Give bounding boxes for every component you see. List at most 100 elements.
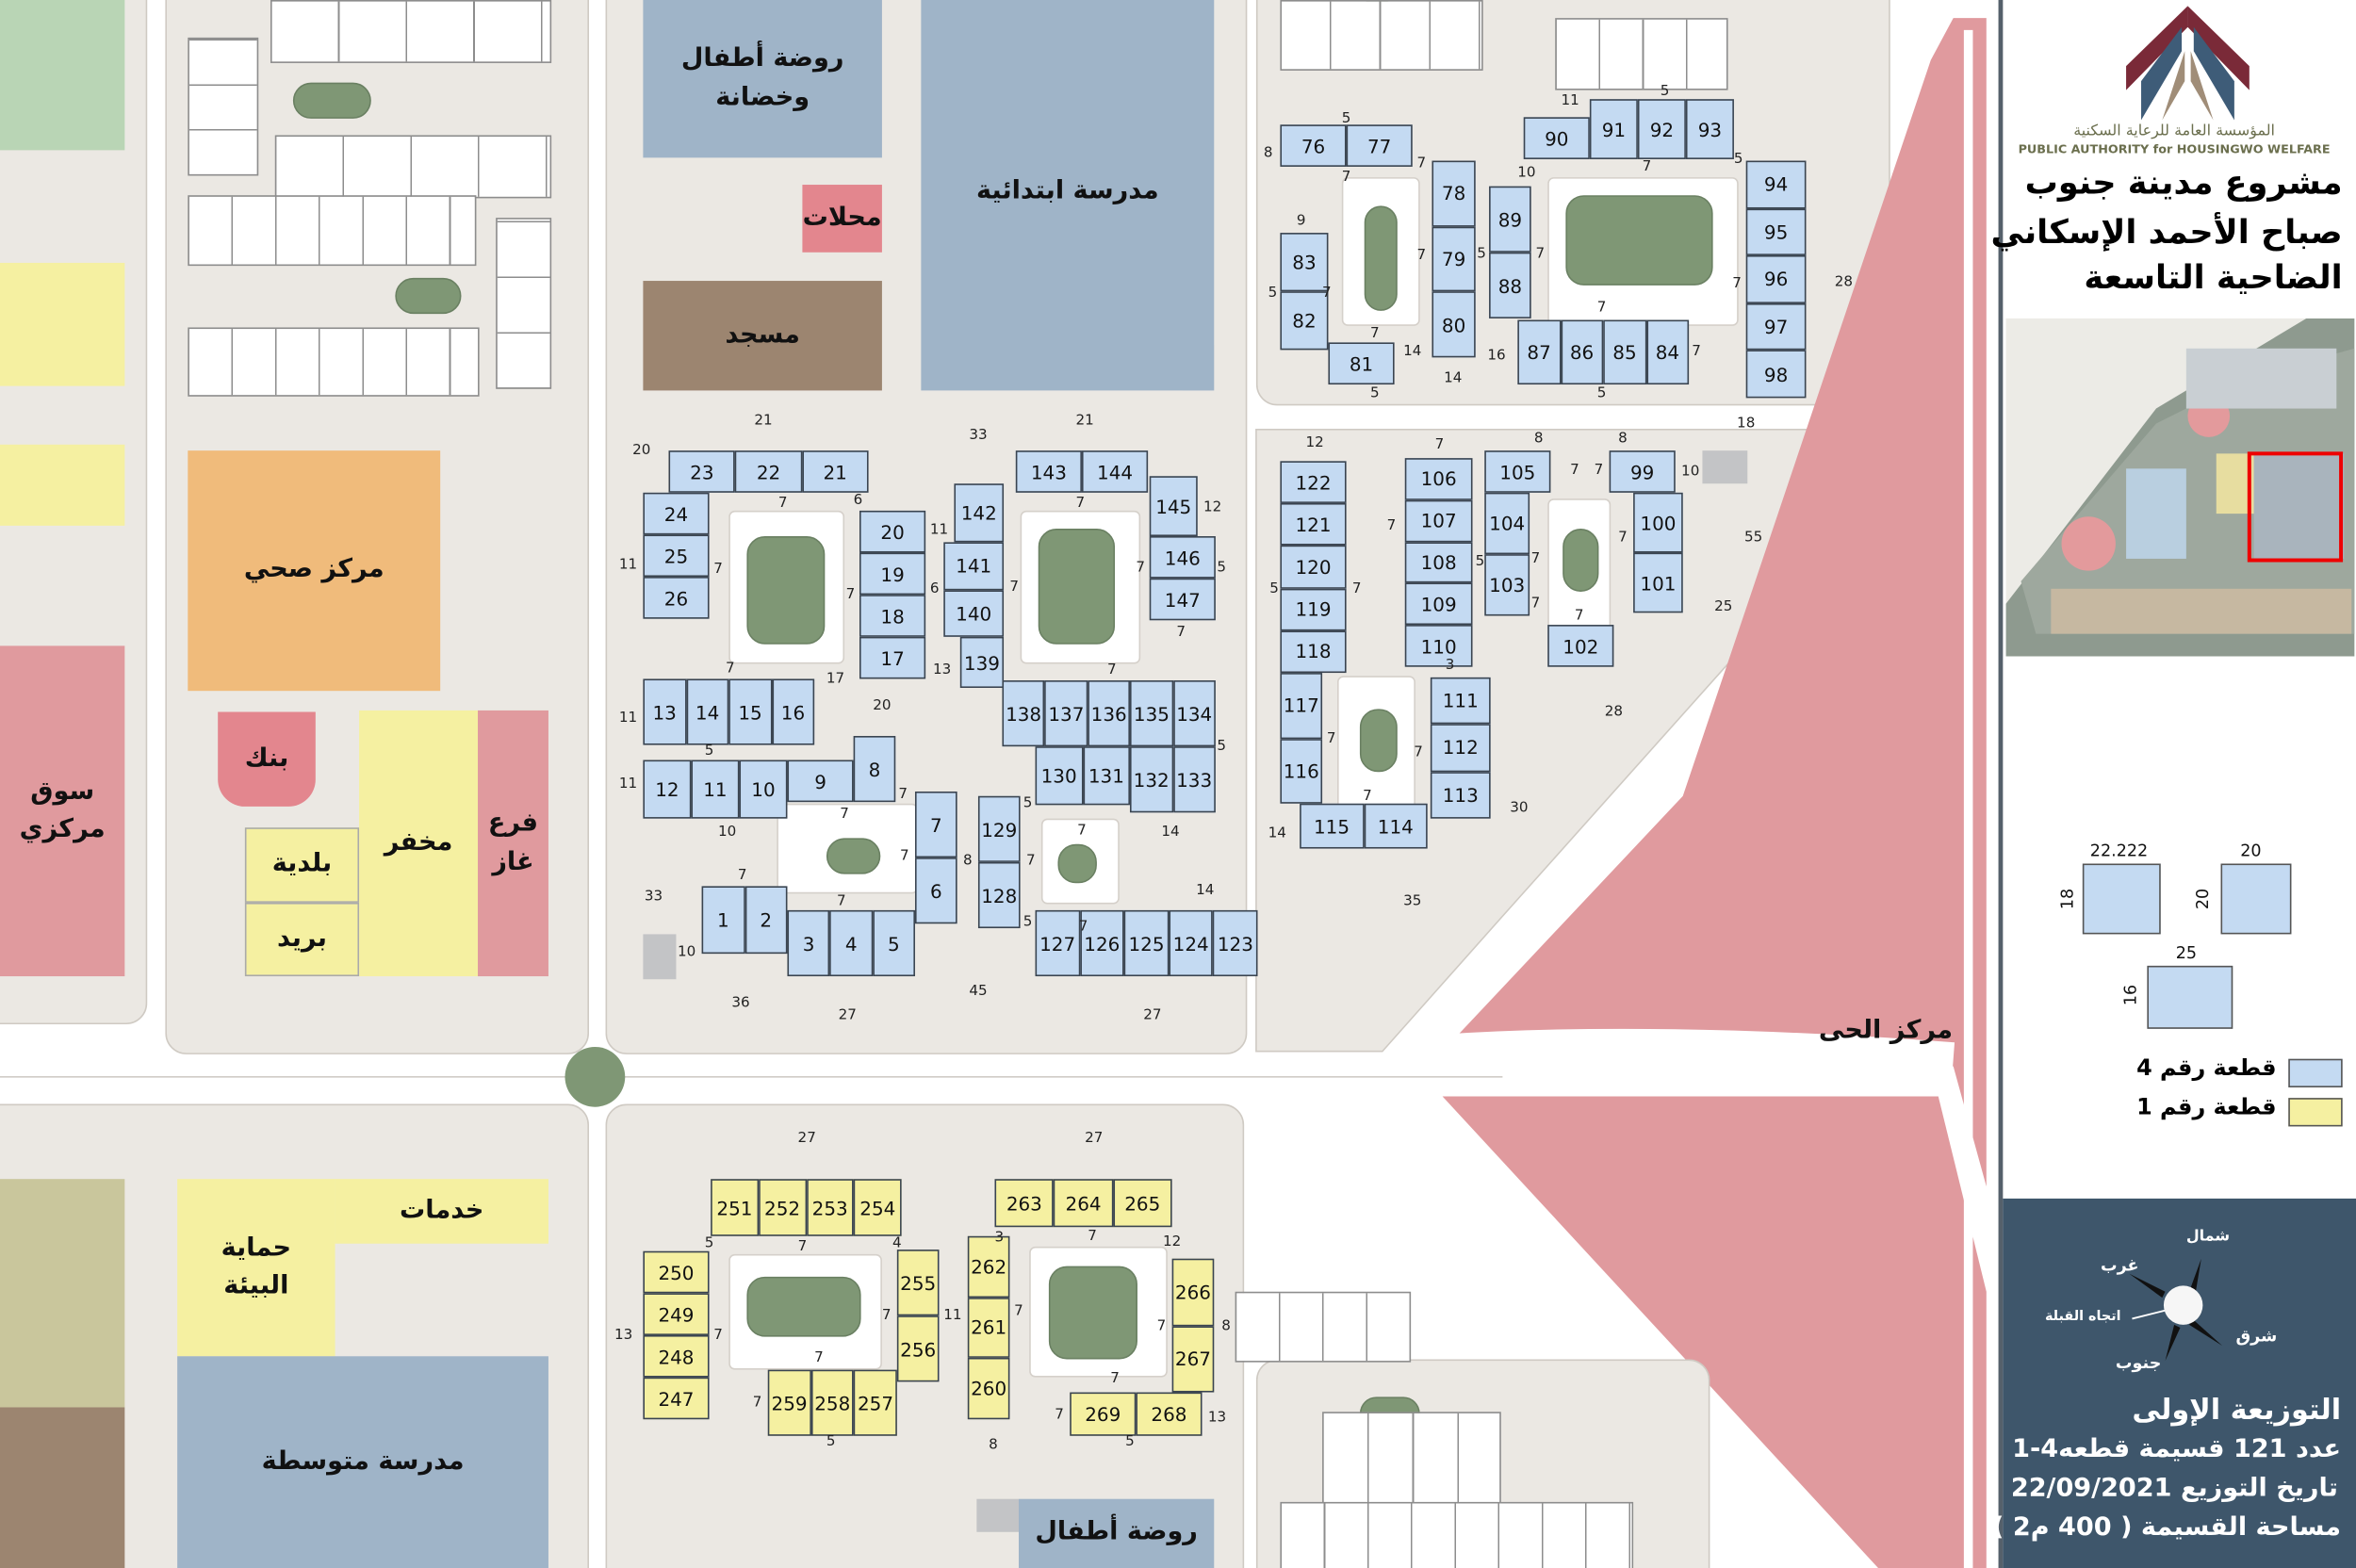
plot-116[interactable]: 116 [1280, 738, 1323, 804]
plot-9[interactable]: 9 [787, 760, 854, 803]
plot-119[interactable]: 119 [1280, 588, 1347, 631]
plot-132[interactable]: 132 [1129, 746, 1173, 813]
plot-145[interactable]: 145 [1149, 476, 1198, 537]
plot-98[interactable]: 98 [1745, 351, 1807, 399]
plot-114[interactable]: 114 [1363, 803, 1428, 849]
plot-247[interactable]: 247 [643, 1377, 710, 1420]
plot-252[interactable]: 252 [758, 1179, 807, 1236]
plot-143[interactable]: 143 [1015, 450, 1082, 493]
plot-130[interactable]: 130 [1035, 746, 1083, 806]
plot-15[interactable]: 15 [728, 678, 772, 745]
plot-261[interactable]: 261 [967, 1297, 1010, 1359]
plot-147[interactable]: 147 [1149, 578, 1216, 621]
plot-112[interactable]: 112 [1430, 724, 1491, 772]
plot-251[interactable]: 251 [711, 1179, 759, 1236]
plot-11[interactable]: 11 [691, 760, 740, 819]
plot-76[interactable]: 76 [1280, 124, 1347, 167]
plot-248[interactable]: 248 [643, 1334, 710, 1378]
plot-92[interactable]: 92 [1637, 99, 1686, 159]
plot-21[interactable]: 21 [801, 450, 869, 493]
plot-95[interactable]: 95 [1745, 207, 1807, 256]
plot-260[interactable]: 260 [967, 1358, 1010, 1420]
plot-16[interactable]: 16 [771, 678, 815, 745]
plot-115[interactable]: 115 [1300, 803, 1364, 849]
plot-19[interactable]: 19 [859, 552, 926, 596]
plot-77[interactable]: 77 [1346, 124, 1413, 167]
plot-268[interactable]: 268 [1136, 1392, 1203, 1436]
plot-90[interactable]: 90 [1523, 117, 1590, 159]
plot-255[interactable]: 255 [896, 1250, 940, 1316]
plot-141[interactable]: 141 [943, 542, 1005, 590]
plot-99[interactable]: 99 [1609, 450, 1676, 493]
plot-258[interactable]: 258 [810, 1369, 855, 1436]
plot-87[interactable]: 87 [1517, 319, 1561, 385]
plot-25[interactable]: 25 [643, 534, 710, 578]
plot-146[interactable]: 146 [1149, 536, 1216, 579]
plot-107[interactable]: 107 [1404, 499, 1473, 542]
plot-262[interactable]: 262 [967, 1235, 1010, 1298]
plot-100[interactable]: 100 [1633, 492, 1683, 553]
plot-101[interactable]: 101 [1633, 552, 1683, 613]
plot-103[interactable]: 103 [1484, 554, 1530, 616]
plot-265[interactable]: 265 [1112, 1179, 1172, 1228]
plot-124[interactable]: 124 [1169, 909, 1214, 977]
plot-84[interactable]: 84 [1645, 319, 1690, 385]
plot-131[interactable]: 131 [1082, 746, 1130, 806]
plot-254[interactable]: 254 [854, 1179, 902, 1236]
plot-140[interactable]: 140 [943, 589, 1005, 637]
plot-26[interactable]: 26 [643, 577, 710, 619]
plot-126[interactable]: 126 [1079, 909, 1124, 977]
plot-80[interactable]: 80 [1432, 291, 1476, 358]
plot-1[interactable]: 1 [701, 886, 745, 955]
plot-135[interactable]: 135 [1130, 680, 1173, 747]
plot-256[interactable]: 256 [896, 1315, 940, 1382]
plot-2[interactable]: 2 [744, 886, 788, 955]
plot-102[interactable]: 102 [1547, 625, 1614, 667]
plot-4[interactable]: 4 [829, 909, 873, 977]
plot-18[interactable]: 18 [859, 595, 926, 637]
plot-120[interactable]: 120 [1280, 546, 1347, 589]
plot-85[interactable]: 85 [1603, 319, 1646, 385]
plot-8[interactable]: 8 [853, 736, 896, 803]
plot-257[interactable]: 257 [854, 1369, 897, 1436]
plot-5[interactable]: 5 [872, 909, 915, 977]
plot-144[interactable]: 144 [1081, 450, 1149, 493]
plot-134[interactable]: 134 [1172, 680, 1216, 747]
plot-133[interactable]: 133 [1172, 746, 1216, 813]
plot-91[interactable]: 91 [1589, 99, 1638, 159]
plot-113[interactable]: 113 [1430, 771, 1491, 819]
plot-6[interactable]: 6 [914, 858, 957, 924]
plot-93[interactable]: 93 [1685, 99, 1734, 159]
plot-118[interactable]: 118 [1280, 630, 1347, 674]
plot-263[interactable]: 263 [994, 1179, 1055, 1228]
plot-267[interactable]: 267 [1171, 1325, 1215, 1393]
plot-137[interactable]: 137 [1044, 680, 1088, 747]
plot-138[interactable]: 138 [1002, 680, 1045, 747]
plot-3[interactable]: 3 [787, 909, 830, 977]
plot-269[interactable]: 269 [1070, 1392, 1137, 1436]
plot-123[interactable]: 123 [1213, 909, 1258, 977]
plot-249[interactable]: 249 [643, 1293, 710, 1335]
plot-82[interactable]: 82 [1280, 291, 1329, 351]
plot-20[interactable]: 20 [859, 510, 926, 553]
plot-264[interactable]: 264 [1054, 1179, 1113, 1228]
plot-78[interactable]: 78 [1432, 160, 1476, 227]
plot-89[interactable]: 89 [1489, 186, 1531, 253]
plot-7[interactable]: 7 [914, 791, 957, 858]
plot-14[interactable]: 14 [685, 678, 729, 745]
plot-125[interactable]: 125 [1123, 909, 1170, 977]
plot-96[interactable]: 96 [1745, 255, 1807, 303]
plot-109[interactable]: 109 [1404, 583, 1473, 626]
plot-136[interactable]: 136 [1088, 680, 1131, 747]
plot-81[interactable]: 81 [1328, 342, 1395, 385]
plot-10[interactable]: 10 [739, 760, 788, 819]
plot-86[interactable]: 86 [1560, 319, 1604, 385]
plot-88[interactable]: 88 [1489, 252, 1531, 318]
plot-117[interactable]: 117 [1280, 673, 1323, 739]
plot-79[interactable]: 79 [1432, 226, 1476, 292]
plot-94[interactable]: 94 [1745, 160, 1807, 208]
plot-22[interactable]: 22 [735, 450, 802, 493]
plot-259[interactable]: 259 [767, 1369, 811, 1436]
plot-97[interactable]: 97 [1745, 302, 1807, 351]
plot-13[interactable]: 13 [643, 678, 686, 745]
